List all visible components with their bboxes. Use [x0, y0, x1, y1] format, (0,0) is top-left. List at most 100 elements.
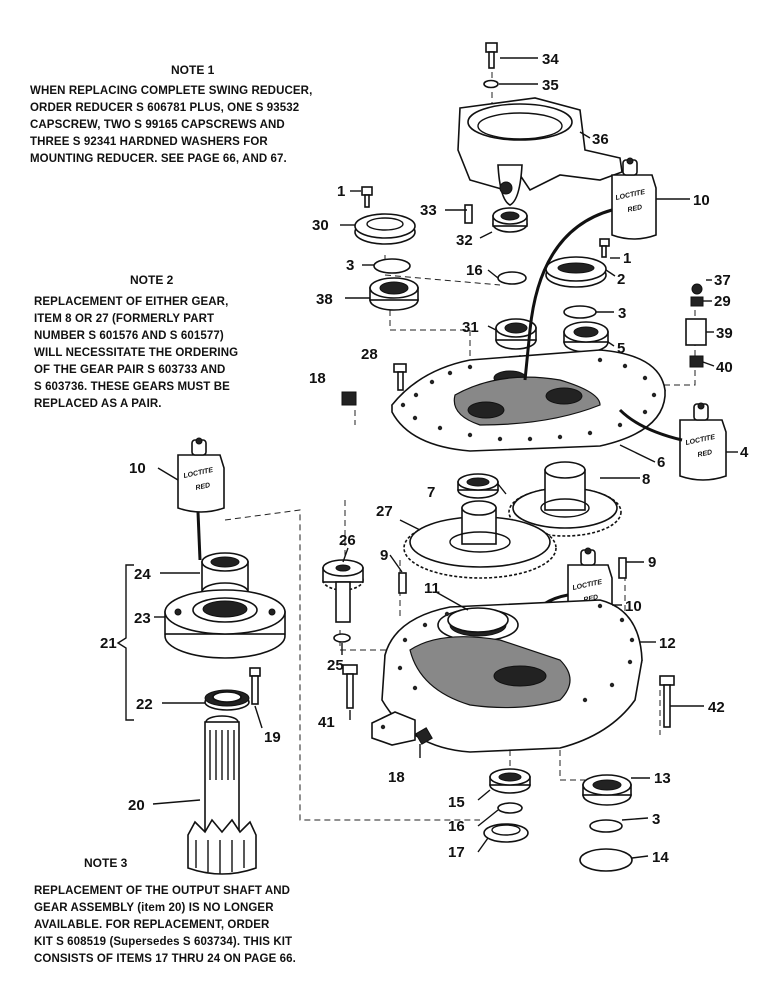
callout-labels: 34 35 36 10 1 33 30 32 1 2 3 16 37 38 29… [100, 51, 749, 866]
note-2-line: WILL NECESSITATE THE ORDERING [34, 347, 239, 359]
callout-2: 2 [617, 271, 625, 288]
bottle-tube-top [523, 208, 613, 381]
bearing-cap-30 [354, 213, 416, 245]
gear-27 [403, 500, 557, 579]
capscrew-41 [342, 664, 358, 709]
note-1-line: CAPSCREW, TWO S 99165 CAPSCREWS AND [30, 119, 285, 131]
callout-1-left: 1 [337, 183, 345, 200]
callout-24: 24 [134, 566, 151, 583]
bottle-label-text: RED [627, 204, 643, 214]
callout-27: 27 [376, 503, 393, 520]
callout-30: 30 [312, 217, 329, 234]
callout-11: 11 [424, 580, 440, 597]
note-1-line: MOUNTING REDUCER. SEE PAGE 66, AND 67. [30, 153, 287, 165]
capscrew-1-left [361, 186, 373, 208]
note-3-line: GEAR ASSEMBLY (item 20) IS NO LONGER [34, 902, 274, 914]
loctite-bottle-right: LOCTITE RED [679, 402, 727, 481]
dowel-pin-9-right [618, 557, 627, 579]
callout-18-bottom: 18 [388, 769, 405, 786]
bearing-7 [457, 473, 499, 499]
callout-14: 14 [652, 849, 669, 866]
bearing-32 [492, 207, 528, 233]
callout-36: 36 [592, 131, 609, 148]
snap-ring-16-bottom [497, 802, 523, 814]
dowel-pin-9-left [398, 572, 407, 594]
note-1-title: NOTE 1 [171, 63, 215, 77]
callout-31: 31 [462, 319, 479, 336]
callout-33: 33 [420, 202, 437, 219]
callout-10-top: 10 [693, 192, 710, 209]
expansion-plug-17 [483, 823, 529, 843]
bearing-cap-2 [545, 256, 607, 288]
washer-25 [333, 633, 351, 643]
note-2-line: OF THE GEAR PAIR S 603733 AND [34, 364, 226, 376]
bottle-tube-left [196, 511, 202, 561]
snap-ring-3-bottom [589, 819, 623, 833]
callout-18-top: 18 [309, 370, 326, 387]
note-1-line: WHEN REPLACING COMPLETE SWING REDUCER, [30, 85, 313, 97]
callout-29: 38 [316, 291, 333, 308]
bearing-5 [563, 321, 609, 353]
nut-40 [689, 355, 704, 368]
note-2-line: NUMBER S 601576 AND S 601577) [34, 330, 224, 342]
flange-housing-23 [164, 589, 286, 659]
seal-11 [447, 607, 509, 633]
callout-21: 21 [100, 635, 117, 652]
callout-9-left: 9 [380, 547, 388, 564]
leader-lines [152, 57, 738, 859]
seal-22 [204, 689, 250, 711]
callout-12: 12 [659, 635, 676, 652]
note-1-text: WHEN REPLACING COMPLETE SWING REDUCER, O… [30, 83, 312, 168]
note-2-title: NOTE 2 [130, 273, 174, 287]
callout-5: 5 [617, 340, 625, 357]
note-3-text: REPLACEMENT OF THE OUTPUT SHAFT AND GEAR… [34, 883, 296, 968]
pin-33 [464, 204, 473, 224]
callout-19: 19 [264, 729, 281, 746]
note-2-line: S 603736. THESE GEARS MUST BE [34, 381, 230, 393]
capscrew-42 [659, 675, 675, 728]
callout-22: 22 [136, 696, 153, 713]
bearing-15 [489, 768, 531, 794]
callout-8: 8 [642, 471, 650, 488]
callout-15: 15 [448, 794, 465, 811]
callout-4: 4 [740, 444, 749, 461]
callout-16-bottom: 16 [448, 818, 465, 835]
bottle-label-text: RED [697, 449, 713, 459]
callout-26: 26 [339, 532, 356, 549]
gear-case-12 [371, 599, 643, 753]
note-2-line: ITEM 8 OR 27 (FORMERLY PART [34, 313, 215, 325]
callout-16-top: 16 [466, 262, 483, 279]
callout-1-right: 1 [623, 250, 631, 267]
callout-42: 42 [708, 699, 725, 716]
callout-39: 39 [716, 325, 733, 342]
nut-37 [691, 283, 703, 295]
callout-23: 23 [134, 610, 151, 627]
callout-3-left: 3 [346, 257, 354, 274]
gasket-plate-6 [391, 349, 666, 452]
snap-ring-3-left [373, 258, 411, 274]
callout-3-right: 3 [618, 305, 626, 322]
capscrew-19 [249, 667, 261, 705]
group-bracket-21 [116, 564, 134, 721]
callout-13: 13 [654, 770, 671, 787]
pinion-26 [322, 559, 364, 623]
bearing-31 [495, 318, 537, 350]
callout-32: 32 [456, 232, 473, 249]
callout-28: 28 [361, 346, 378, 363]
note-2-line: REPLACEMENT OF EITHER GEAR, [34, 296, 229, 308]
callout-37: 37 [714, 272, 731, 289]
capscrew-34 [485, 42, 498, 69]
callout-17: 17 [448, 844, 465, 861]
gear-8 [508, 461, 622, 537]
note-3-line: CONSISTS OF ITEMS 17 THRU 24 ON PAGE 66. [34, 953, 296, 965]
reducer-housing-36 [457, 97, 623, 206]
callout-34: 34 [542, 51, 559, 68]
callout-35: 35 [542, 77, 559, 94]
note-3-line: REPLACEMENT OF THE OUTPUT SHAFT AND [34, 885, 291, 897]
snap-ring-3-right [563, 305, 597, 319]
loctite-bottle-left: LOCTITE RED [177, 437, 225, 513]
spacer-39 [685, 318, 707, 346]
note-1-line: THREE S 92341 HARDNED WASHERS FOR [30, 136, 268, 148]
callout-3-bottom: 3 [652, 811, 660, 828]
